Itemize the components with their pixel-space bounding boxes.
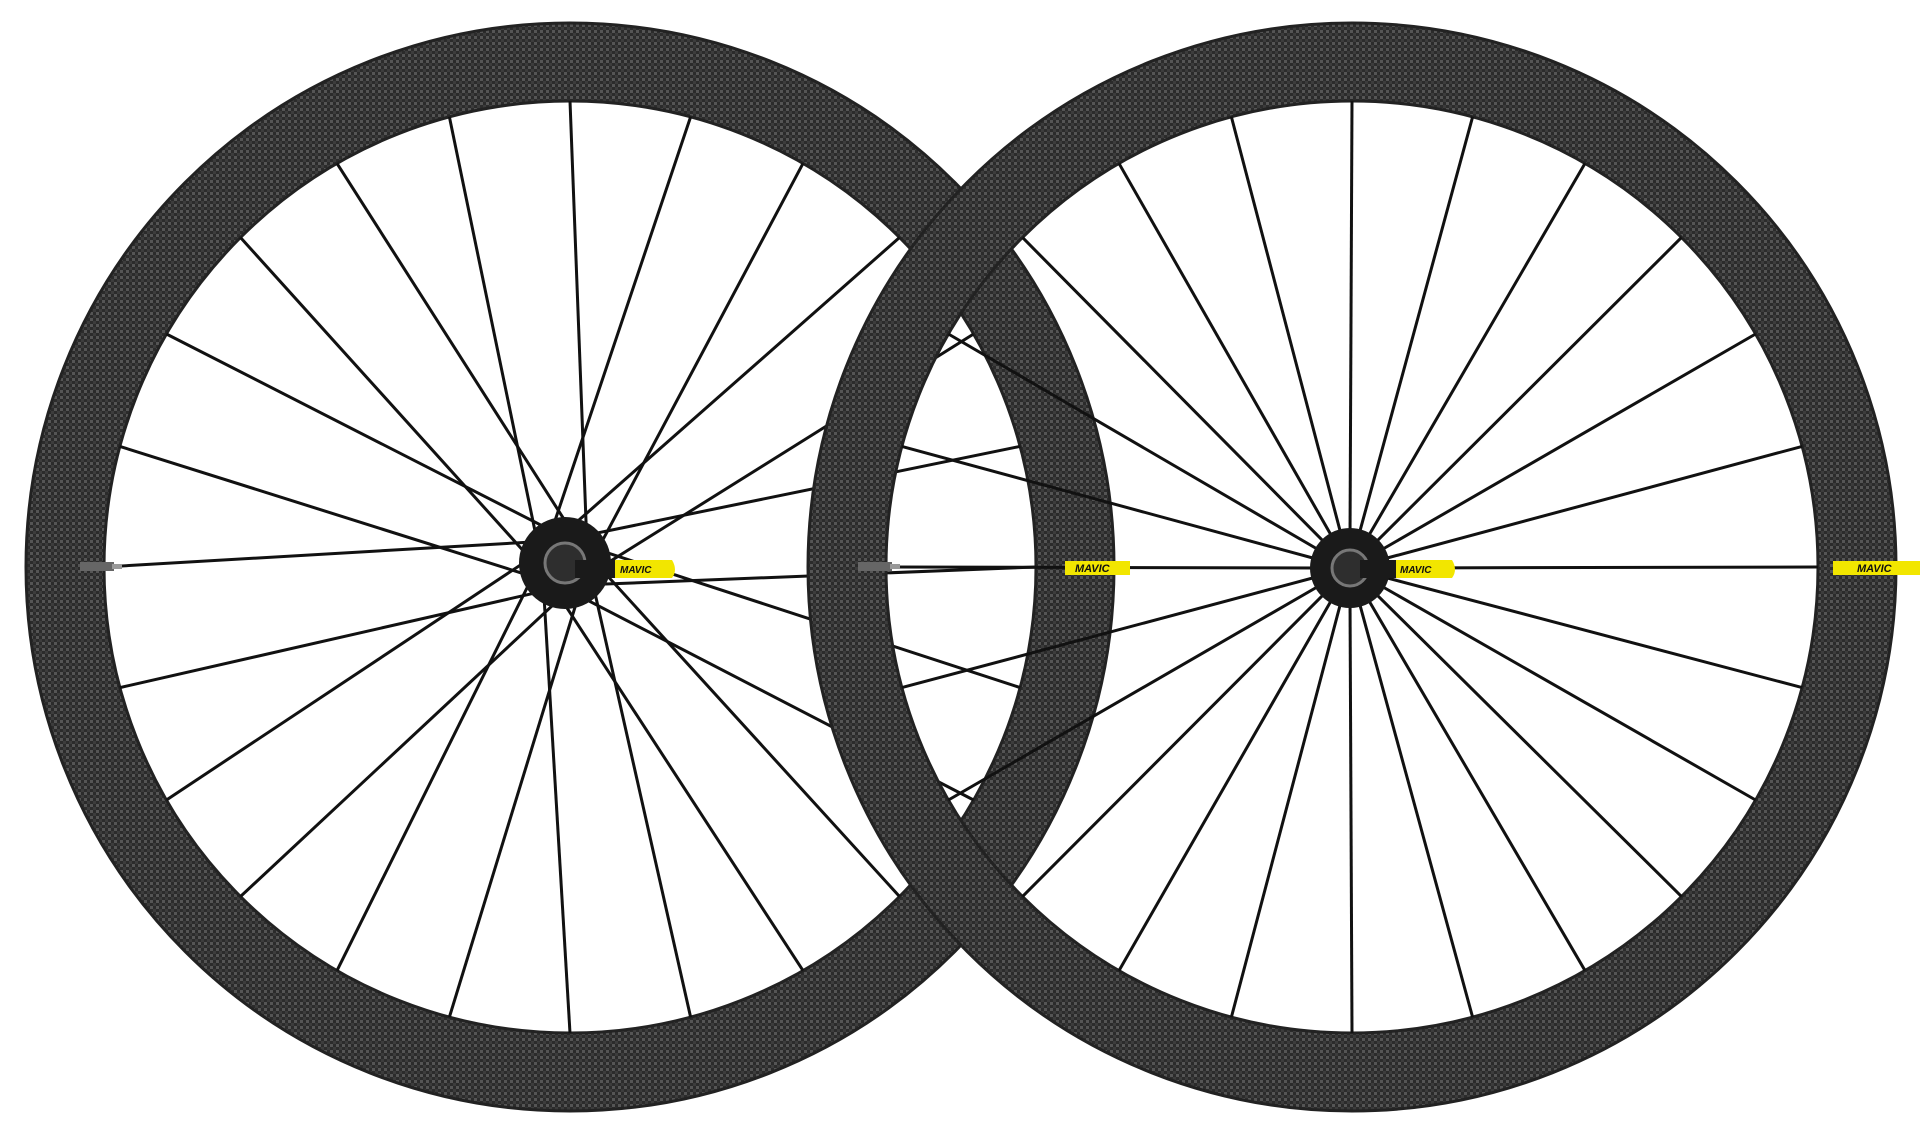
front-spoke xyxy=(947,332,1327,556)
rear-spoke xyxy=(541,580,572,1034)
front-spoke xyxy=(1117,162,1338,545)
front-spoke xyxy=(901,444,1324,563)
front-hub: MAVIC xyxy=(1310,528,1455,608)
rear-spoke xyxy=(591,162,805,560)
rear-spoke xyxy=(568,100,589,546)
front-spoke xyxy=(947,580,1327,802)
rear-spoke xyxy=(447,116,541,553)
front-spoke xyxy=(1348,100,1354,541)
rear-spoke xyxy=(335,566,539,972)
rear-spoke xyxy=(560,236,901,537)
rear-spoke xyxy=(546,116,693,541)
rear-spoke xyxy=(589,573,693,1018)
front-skewer xyxy=(1360,560,1455,578)
front-spoke xyxy=(1362,162,1587,545)
front-spoke xyxy=(1021,586,1332,898)
front-spoke xyxy=(1229,594,1345,1018)
front-spoke xyxy=(1229,116,1345,542)
rear-spoke xyxy=(591,558,901,898)
rear-spoke xyxy=(575,444,1021,539)
front-spoke xyxy=(1355,594,1475,1018)
front-spoke xyxy=(1376,444,1803,563)
rear-spoke xyxy=(335,162,577,538)
rear-spoke xyxy=(553,588,805,972)
rear-spoke xyxy=(239,589,570,898)
front-wheel: MAVIC MAVIC xyxy=(806,21,1920,1113)
front-spoke xyxy=(1376,573,1803,690)
rear-spoke xyxy=(447,585,584,1018)
rear-hub-logo: MAVIC xyxy=(620,565,652,576)
front-rim-decal: MAVIC xyxy=(1833,561,1920,575)
front-hub-logo: MAVIC xyxy=(1400,565,1432,576)
front-rim-logo: MAVIC xyxy=(1857,563,1893,575)
front-spoke xyxy=(1373,580,1757,802)
front-spoke xyxy=(1362,591,1587,972)
rear-spoke xyxy=(103,539,548,569)
rear-rim-decal: MAVIC xyxy=(1065,561,1130,575)
front-spoke xyxy=(1368,236,1683,550)
front-spoke xyxy=(1355,116,1475,542)
front-spoke xyxy=(1117,591,1338,972)
front-spoke xyxy=(1373,332,1757,556)
front-spokes xyxy=(885,100,1819,1034)
front-valve xyxy=(858,562,900,571)
rear-valve xyxy=(80,562,122,571)
rear-hub: MAVIC xyxy=(519,517,675,609)
rear-spoke xyxy=(119,444,543,582)
rear-spoke xyxy=(239,236,539,568)
front-spoke xyxy=(1021,236,1332,550)
front-spoke xyxy=(901,573,1324,690)
front-spoke xyxy=(1368,586,1683,898)
rear-spoke xyxy=(165,332,562,537)
rear-spoke xyxy=(119,587,555,690)
front-spoke xyxy=(1348,595,1354,1034)
rear-spoke xyxy=(165,551,540,802)
rear-rim-logo: MAVIC xyxy=(1075,563,1111,575)
rear-skewer xyxy=(575,560,675,578)
